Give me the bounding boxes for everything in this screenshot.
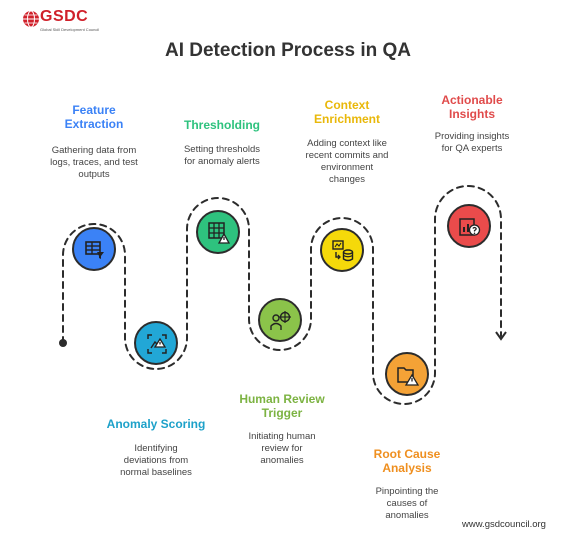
logo-tagline: Global Skill Development Council <box>40 27 100 32</box>
path-end-arrow <box>495 331 507 341</box>
grid-warning-icon <box>208 222 230 244</box>
report-question-icon <box>459 218 481 236</box>
step-node-context-enrichment <box>320 228 364 272</box>
person-target-icon <box>270 311 291 330</box>
globe-icon <box>23 10 39 28</box>
footer-url[interactable]: www.gsdcouncil.org <box>462 519 546 530</box>
database-context-icon <box>332 240 354 262</box>
step-node-feature-extraction <box>72 227 116 271</box>
step-node-human-review <box>258 298 302 342</box>
step-node-actionable-insights <box>447 204 491 248</box>
page-title: AI Detection Process in QA <box>164 40 411 61</box>
step-title-anomaly-scoring: Anomaly Scoring <box>106 417 206 431</box>
step-node-thresholding <box>196 210 240 254</box>
anomaly-scan-icon <box>147 334 167 354</box>
path-start-dot <box>59 339 67 347</box>
data-table-icon <box>85 241 104 259</box>
step-node-anomaly-scoring <box>134 321 178 365</box>
step-node-root-cause <box>385 352 429 396</box>
step-title-thresholding: Thresholding <box>184 118 260 132</box>
logo-text: GSDC <box>40 8 89 25</box>
folder-warning-icon <box>397 367 419 386</box>
